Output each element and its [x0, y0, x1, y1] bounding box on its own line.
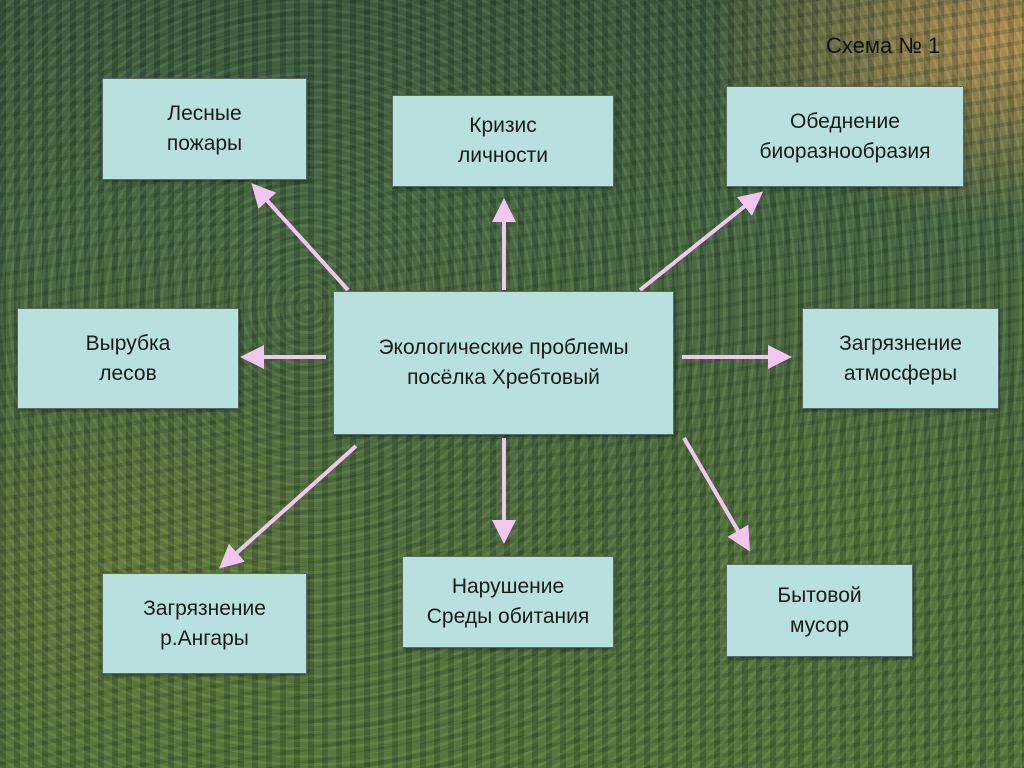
- scheme-label: Схема № 1: [826, 33, 941, 58]
- node-center-ecological-problems: Экологические проблемы посёлка Хребтовый: [333, 291, 674, 435]
- node-biodiversity-loss: Обеднение биоразнообразия: [726, 86, 964, 187]
- node-household-waste-label: Бытовой мусор: [777, 583, 862, 637]
- node-angara-pollution-label: Загрязнение р.Ангары: [143, 596, 266, 650]
- node-household-waste: Бытовой мусор: [726, 564, 913, 657]
- node-logging: Вырубка лесов: [17, 308, 239, 409]
- arrow-to-household-waste: [682, 436, 751, 552]
- node-habitat-disruption: Нарушение Среды обитания: [402, 556, 614, 648]
- node-personality-crisis: Кризис личности: [392, 95, 614, 187]
- node-forest-fires-label: Лесные пожары: [166, 102, 243, 155]
- arrow-to-angara-pollution: [219, 444, 358, 569]
- node-personality-crisis-label: Кризис личности: [457, 114, 549, 167]
- arrow-to-biodiversity-loss: [638, 191, 764, 292]
- arrow-to-forest-fires: [251, 183, 350, 292]
- node-biodiversity-loss-label: Обеднение биоразнообразия: [759, 109, 931, 163]
- node-forest-fires: Лесные пожары: [102, 78, 307, 180]
- node-angara-pollution: Загрязнение р.Ангары: [102, 573, 307, 674]
- node-center-label: Экологические проблемы посёлка Хребтовый: [378, 336, 629, 389]
- node-air-pollution: Загрязнение атмосферы: [802, 308, 999, 409]
- node-air-pollution-label: Загрязнение атмосферы: [839, 331, 962, 385]
- node-logging-label: Вырубка лесов: [85, 331, 171, 385]
- node-habitat-disruption-label: Нарушение Среды обитания: [426, 575, 590, 628]
